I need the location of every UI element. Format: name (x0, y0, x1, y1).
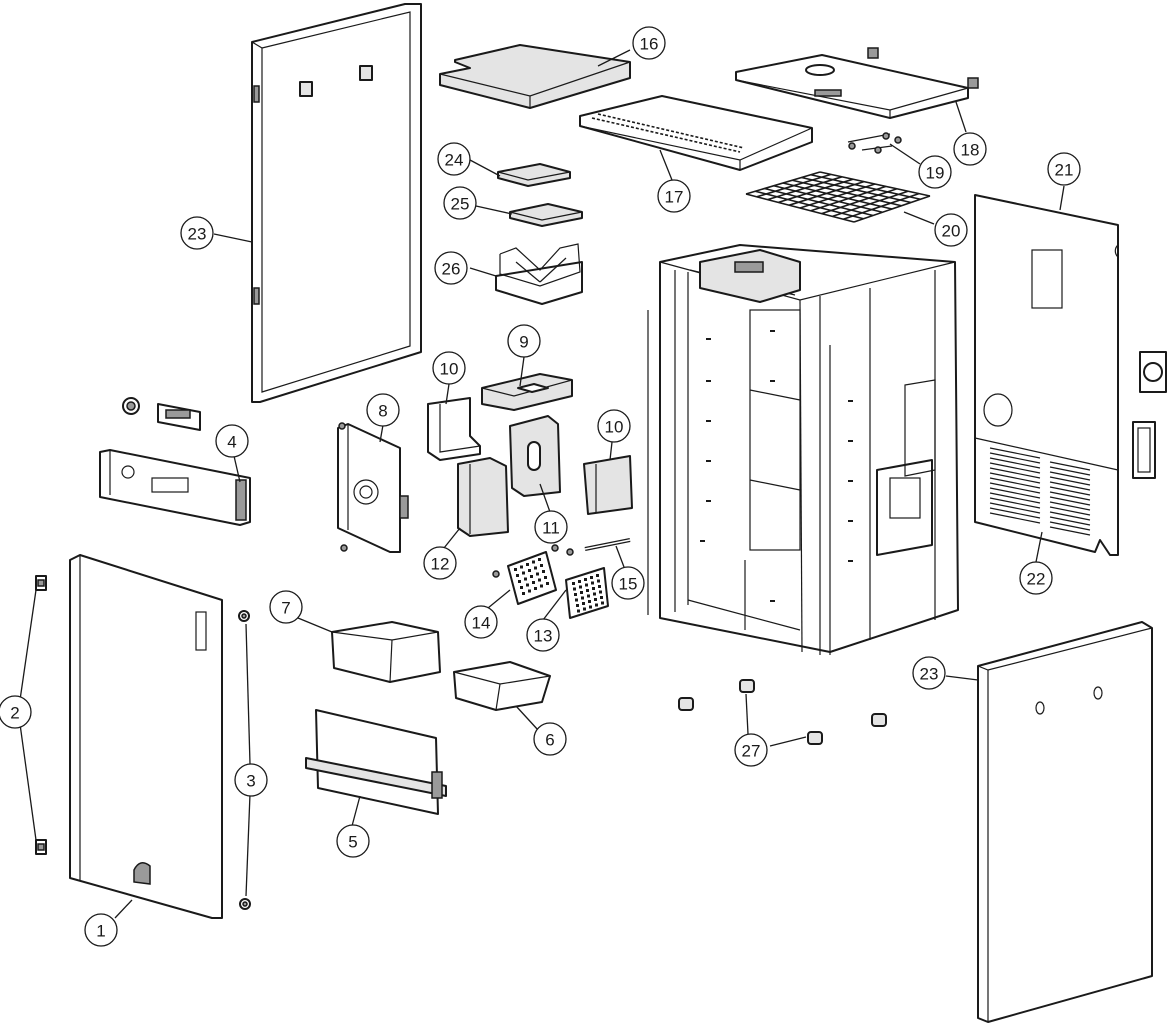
top-cover-plate (735, 47, 979, 119)
small-fasteners (492, 544, 574, 578)
ash-drawer-small (331, 621, 441, 683)
callout-label-18: 18 (961, 141, 980, 160)
side-liner-right (583, 455, 633, 515)
callout-24: 24 (437, 142, 471, 176)
callout-label-5: 5 (348, 833, 357, 852)
callout-2: 2 (0, 695, 32, 729)
burner-grate-front (565, 567, 609, 619)
callout-label-10-left: 10 (440, 360, 459, 379)
callout-label-20: 20 (942, 222, 961, 241)
front-liner (457, 457, 509, 537)
callout-label-19: 19 (926, 164, 945, 183)
mesh-grid (745, 171, 931, 223)
callout-label-12: 12 (431, 555, 450, 574)
callout-27: 27 (734, 733, 768, 767)
callout-22: 22 (1019, 561, 1053, 595)
insulation-block-upper (497, 163, 571, 187)
callout-18: 18 (953, 132, 987, 166)
callout-10-right: 10 (597, 409, 631, 443)
callout-label-15: 15 (619, 575, 638, 594)
callout-11: 11 (534, 510, 568, 544)
door-hinge-upper (35, 575, 47, 591)
callout-3: 3 (234, 763, 268, 797)
burner-grate-side (507, 551, 557, 605)
callout-19: 19 (918, 155, 952, 189)
front-door (69, 554, 223, 919)
ash-pan (453, 661, 551, 711)
callout-label-26: 26 (442, 260, 461, 279)
door-hinge-lower (35, 839, 47, 855)
callout-label-23-top: 23 (188, 225, 207, 244)
side-liner-left (427, 397, 481, 461)
leader-lines (19, 49, 1065, 919)
flue-collar (1139, 351, 1167, 393)
display-module (157, 403, 201, 431)
callout-10-left: 10 (432, 351, 466, 385)
cleaning-rod (584, 538, 631, 551)
control-panel (99, 449, 251, 526)
callout-label-27: 27 (742, 742, 761, 761)
callout-12: 12 (423, 546, 457, 580)
callout-label-3: 3 (246, 772, 255, 791)
callout-label-10-right: 10 (605, 418, 624, 437)
callout-16: 16 (632, 26, 666, 60)
fastener-set (847, 132, 902, 154)
handle-bar (1132, 421, 1156, 479)
callout-label-24: 24 (445, 151, 464, 170)
callout-21: 21 (1047, 152, 1081, 186)
callout-17: 17 (657, 179, 691, 213)
callout-label-16: 16 (640, 35, 659, 54)
side-panel-left (251, 3, 422, 403)
callout-9: 9 (507, 324, 541, 358)
top-grille-cover (579, 95, 813, 171)
side-panel-right (977, 621, 1153, 1023)
callout-label-11: 11 (542, 519, 560, 538)
callout-label-4: 4 (227, 433, 236, 452)
callout-4: 4 (215, 424, 249, 458)
callout-20: 20 (934, 213, 968, 247)
callout-label-14: 14 (472, 614, 491, 633)
callout-7: 7 (269, 590, 303, 624)
callout-label-21: 21 (1055, 161, 1074, 180)
callout-label-2: 2 (10, 704, 19, 723)
callout-26: 26 (434, 251, 468, 285)
callout-14: 14 (464, 605, 498, 639)
callout-label-8: 8 (378, 402, 387, 421)
door-bushing-upper (238, 610, 250, 622)
callout-1: 1 (84, 913, 118, 947)
callout-8: 8 (366, 393, 400, 427)
callout-6: 6 (533, 722, 567, 756)
callout-label-25: 25 (451, 195, 470, 214)
stove-frame (647, 244, 959, 655)
callout-label-23-bottom: 23 (920, 665, 939, 684)
door-bushing-lower (239, 898, 251, 910)
callout-23-top: 23 (180, 216, 214, 250)
callout-23-bottom: 23 (912, 656, 946, 690)
callout-label-22: 22 (1027, 570, 1046, 589)
insulation-block-lower (509, 203, 583, 227)
rail-plate (305, 709, 447, 815)
callout-label-17: 17 (665, 188, 684, 207)
callout-label-13: 13 (534, 627, 553, 646)
control-knob (122, 397, 140, 415)
callout-13: 13 (526, 618, 560, 652)
callout-label-7: 7 (281, 599, 290, 618)
callout-5: 5 (336, 824, 370, 858)
rear-panel (974, 194, 1119, 556)
callout-25: 25 (443, 186, 477, 220)
callout-label-6: 6 (545, 731, 554, 750)
top-insulation-panel (439, 44, 631, 109)
callout-15: 15 (611, 566, 645, 600)
callout-label-9: 9 (519, 333, 528, 352)
back-liner (509, 415, 561, 497)
callout-label-1: 1 (96, 922, 105, 941)
burner-bracket (495, 243, 583, 305)
combustion-door (337, 422, 409, 553)
adjustable-foot (678, 679, 887, 745)
baffle-plate (481, 373, 573, 411)
